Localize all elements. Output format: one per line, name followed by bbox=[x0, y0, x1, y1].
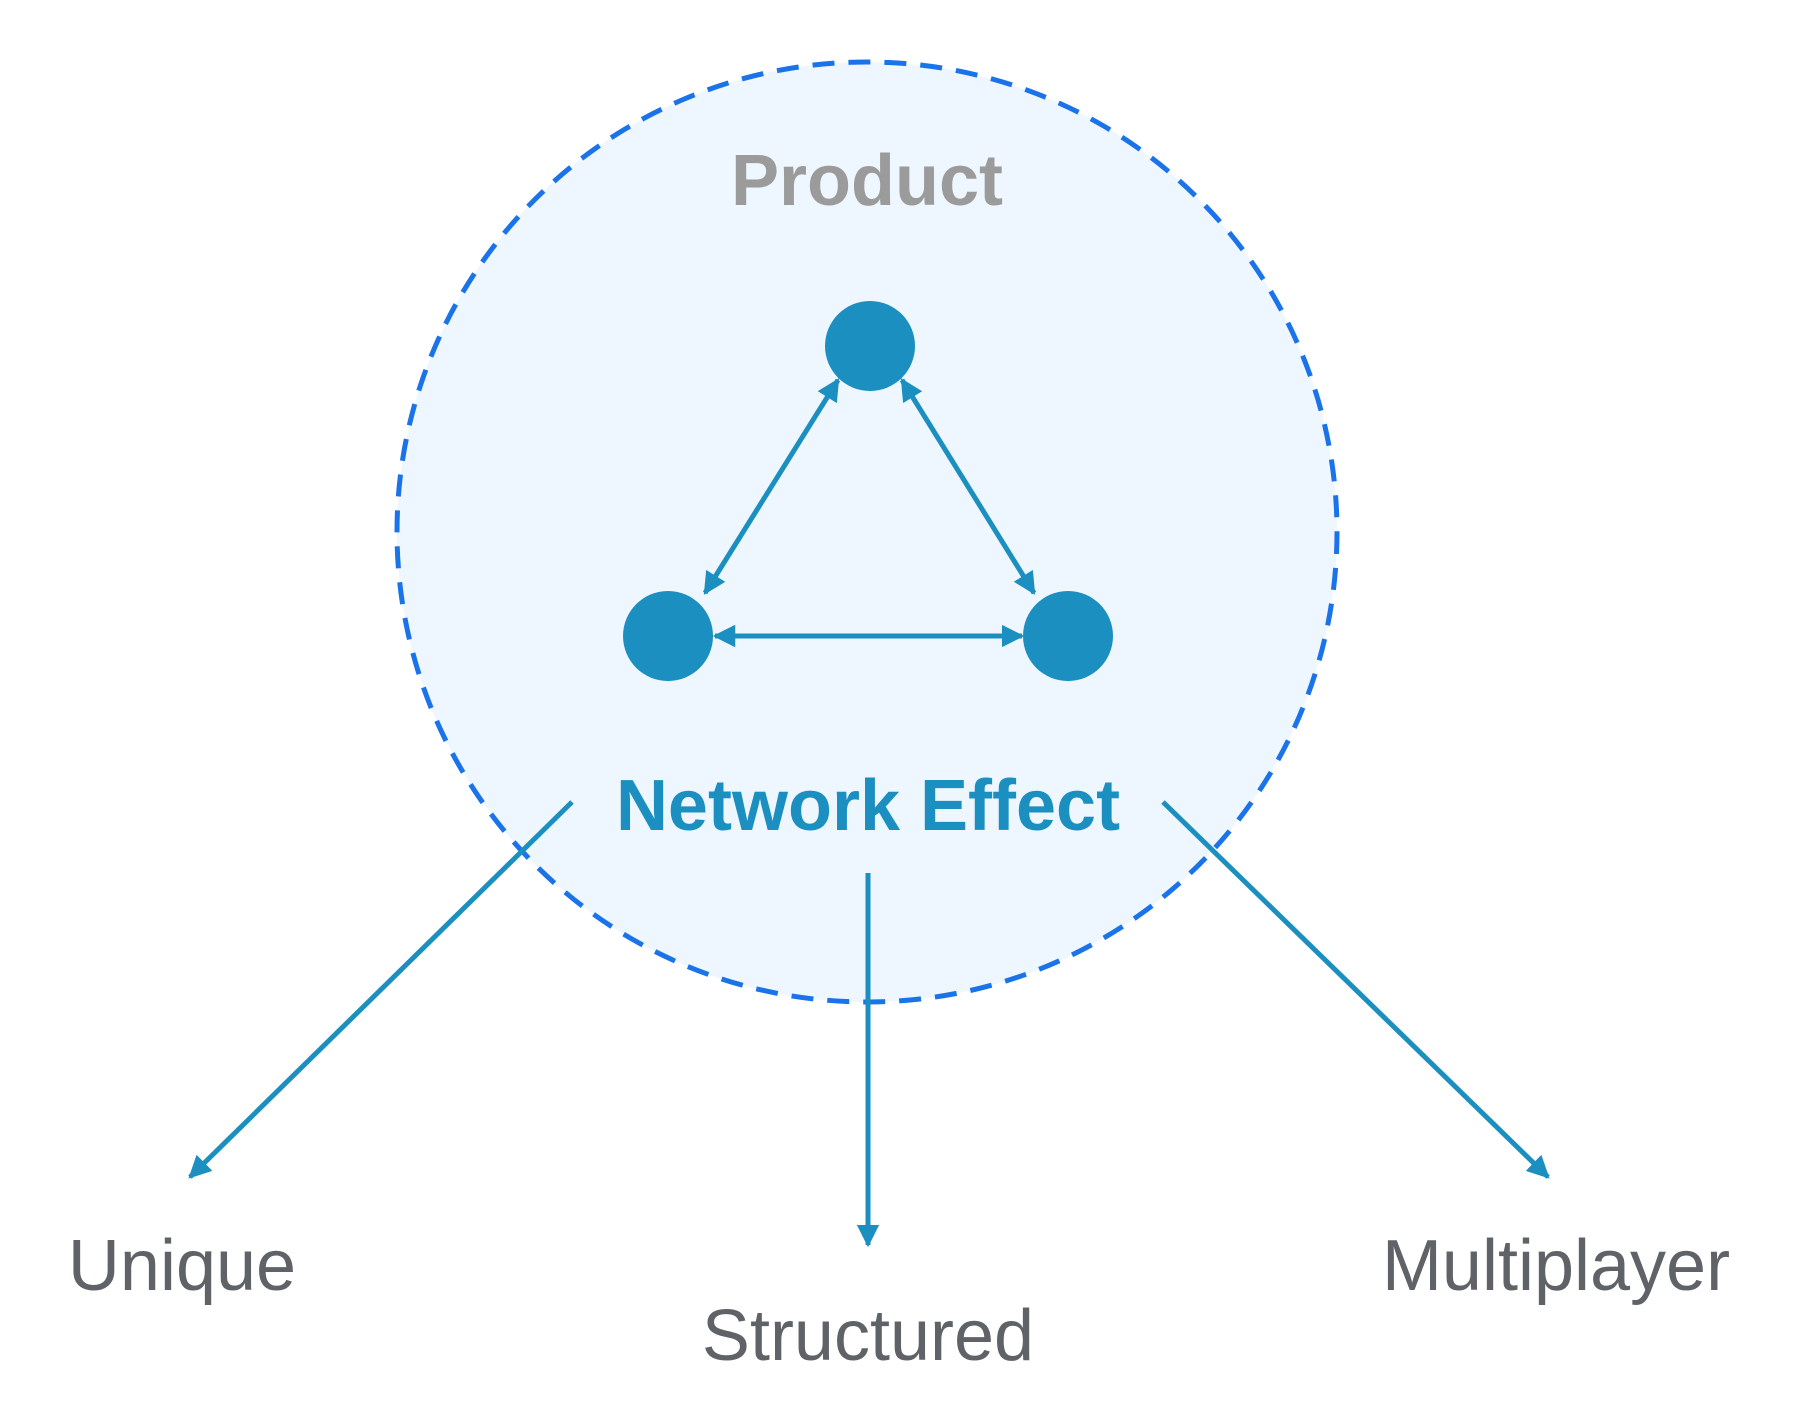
network-node-top bbox=[825, 301, 915, 391]
outcome-label-multiplayer: Multiplayer bbox=[1382, 1226, 1730, 1306]
edge-top-left bbox=[702, 378, 841, 595]
network-node-left bbox=[623, 591, 713, 681]
outcome-label-structured: Structured bbox=[702, 1296, 1034, 1376]
outcome-label-unique: Unique bbox=[68, 1226, 296, 1306]
product-label: Product bbox=[731, 141, 1003, 221]
network-node-right bbox=[1023, 591, 1113, 681]
arrow-to-multiplayer bbox=[1161, 800, 1550, 1179]
arrow-to-unique bbox=[188, 800, 574, 1179]
edge-top-right bbox=[899, 378, 1037, 595]
network-effect-label: Network Effect bbox=[616, 766, 1120, 846]
